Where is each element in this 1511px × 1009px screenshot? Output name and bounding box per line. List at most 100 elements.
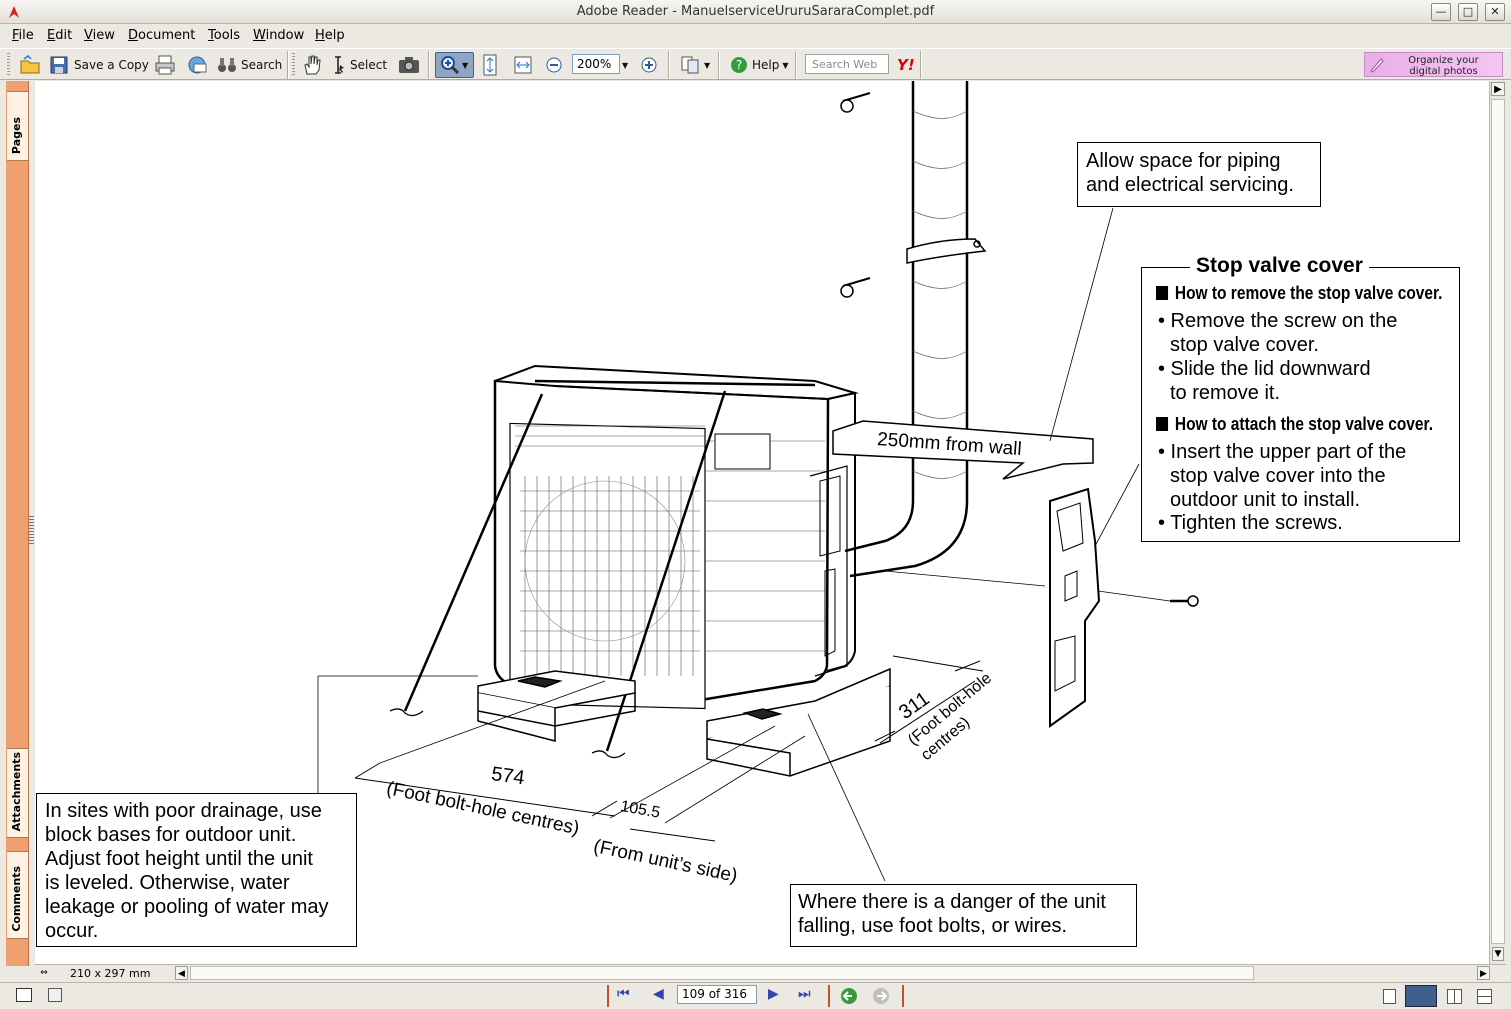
show-navigation-icon[interactable] bbox=[16, 988, 32, 1002]
attach-step: • Tighten the screws. bbox=[1158, 512, 1343, 534]
select-tool-button[interactable]: Select bbox=[331, 53, 387, 77]
drainage-note-line: block bases for outdoor unit. bbox=[45, 824, 297, 846]
scroll-right-button[interactable]: ▶ bbox=[1477, 966, 1490, 980]
page-info-icon[interactable] bbox=[48, 988, 62, 1002]
zoom-out-button[interactable] bbox=[545, 53, 563, 77]
last-page-button[interactable]: ⏭ bbox=[798, 986, 811, 1002]
status-separator bbox=[828, 985, 830, 1007]
select-label: Select bbox=[350, 58, 388, 72]
open-button[interactable] bbox=[19, 53, 41, 77]
first-page-button[interactable]: ⏮ bbox=[617, 986, 630, 1002]
photo-album-icon bbox=[1370, 58, 1384, 73]
stop-valve-title: Stop valve cover bbox=[1190, 254, 1369, 278]
menu-bar: File Edit View Document Tools Window Hel… bbox=[0, 25, 1511, 67]
chevron-down-icon: ▼ bbox=[622, 60, 629, 70]
svg-text:?: ? bbox=[736, 58, 742, 72]
save-copy-label: Save a Copy bbox=[74, 58, 149, 72]
toolbar-separator bbox=[668, 51, 670, 79]
servicing-space-note: Allow space for piping and electrical se… bbox=[1077, 142, 1321, 207]
hand-icon bbox=[304, 55, 321, 75]
magnifier-plus-icon bbox=[441, 56, 460, 75]
document-page[interactable]: Allow space for piping and electrical se… bbox=[35, 81, 1489, 964]
organize-photos-promo[interactable]: Organize your digital photos bbox=[1364, 52, 1503, 77]
zoom-dropdown-button[interactable]: ▼ bbox=[622, 53, 628, 77]
search-button[interactable]: Search bbox=[217, 53, 282, 77]
fit-page-icon bbox=[483, 54, 497, 76]
menu-edit[interactable]: Edit bbox=[47, 28, 73, 43]
toolbar-separator bbox=[287, 51, 289, 79]
email-button[interactable] bbox=[186, 53, 208, 77]
page-number-field[interactable]: 109 of 316 bbox=[677, 985, 757, 1004]
maximize-button[interactable]: □ bbox=[1458, 3, 1478, 21]
print-button[interactable] bbox=[154, 53, 176, 77]
save-copy-button[interactable]: Save a Copy bbox=[50, 53, 149, 77]
panel-splitter-handle[interactable] bbox=[29, 516, 34, 544]
menu-tools[interactable]: Tools bbox=[208, 28, 241, 43]
search-web-input[interactable]: Search Web bbox=[805, 54, 889, 74]
tab-pages[interactable]: Pages bbox=[7, 91, 29, 161]
help-icon: ? bbox=[731, 57, 747, 73]
camera-icon bbox=[399, 57, 419, 73]
zoom-level-field[interactable]: 200% bbox=[572, 54, 620, 74]
attach-step: • Insert the upper part of the bbox=[1158, 441, 1407, 463]
yahoo-logo-icon: Y! bbox=[897, 56, 915, 74]
attach-step: outdoor unit to install. bbox=[1170, 489, 1361, 511]
falling-note-line: Where there is a danger of the unit bbox=[798, 891, 1106, 913]
title-bar: Adobe Reader - ManuelserviceUruruSararaC… bbox=[0, 0, 1511, 24]
toolbar-grip[interactable] bbox=[7, 53, 10, 77]
scroll-thumb[interactable] bbox=[1491, 99, 1505, 944]
page-layout-button[interactable]: ▼ bbox=[680, 53, 710, 77]
expand-panel-arrow-icon[interactable]: ▶ bbox=[1491, 82, 1505, 96]
open-folder-icon bbox=[20, 55, 40, 74]
next-page-button[interactable]: ▶ bbox=[768, 986, 779, 1002]
go-forward-icon[interactable] bbox=[872, 987, 890, 1005]
single-page-view-icon[interactable] bbox=[1383, 989, 1396, 1004]
minimize-button[interactable]: — bbox=[1431, 3, 1451, 21]
split-view-icon[interactable]: ⇔ bbox=[40, 968, 48, 978]
tab-comments[interactable]: Comments bbox=[7, 851, 29, 939]
remove-step: stop valve cover. bbox=[1170, 334, 1319, 356]
page-layout-icon bbox=[681, 56, 699, 74]
close-button[interactable]: ✕ bbox=[1485, 3, 1505, 21]
servicing-note-line: and electrical servicing. bbox=[1086, 174, 1294, 196]
hand-tool-button[interactable] bbox=[302, 53, 322, 77]
snapshot-button[interactable] bbox=[398, 53, 420, 77]
scroll-left-button[interactable]: ◀ bbox=[175, 966, 188, 980]
continuous-view-icon[interactable] bbox=[1405, 985, 1437, 1007]
yahoo-button[interactable]: Y! bbox=[897, 53, 915, 77]
go-back-icon[interactable] bbox=[840, 987, 858, 1005]
menu-file[interactable]: File bbox=[12, 28, 34, 43]
horizontal-scroll-thumb[interactable] bbox=[190, 966, 1254, 980]
falling-note-line: falling, use foot bolts, or wires. bbox=[798, 915, 1068, 937]
binoculars-icon bbox=[218, 58, 236, 72]
menu-document[interactable]: Document bbox=[128, 28, 196, 43]
attach-step: stop valve cover into the bbox=[1170, 465, 1386, 487]
drainage-note-line: is leveled. Otherwise, water bbox=[45, 872, 290, 894]
toolbar-separator bbox=[920, 51, 922, 79]
status-separator bbox=[902, 985, 904, 1007]
facing-view-icon[interactable] bbox=[1447, 989, 1462, 1004]
horizontal-scrollbar[interactable]: ⇔ 210 x 297 mm ◀ ▶ bbox=[35, 964, 1506, 981]
zoom-in-tool-button[interactable]: ▼ bbox=[435, 52, 474, 78]
chevron-down-icon[interactable]: ▼ bbox=[462, 60, 469, 70]
help-button[interactable]: ? Help ▼ bbox=[730, 53, 789, 77]
email-globe-icon bbox=[188, 56, 207, 74]
menu-help[interactable]: Help bbox=[315, 28, 345, 43]
menu-window[interactable]: Window bbox=[253, 28, 305, 43]
vertical-scrollbar[interactable]: ▲ ▼ bbox=[1489, 81, 1506, 964]
scroll-down-button[interactable]: ▼ bbox=[1492, 947, 1504, 961]
continuous-facing-view-icon[interactable] bbox=[1477, 989, 1492, 1004]
zoom-in-button[interactable] bbox=[640, 53, 658, 77]
tab-attachments[interactable]: Attachments bbox=[7, 748, 29, 838]
toolbar-grip[interactable] bbox=[292, 53, 295, 77]
fit-width-button[interactable] bbox=[512, 53, 534, 77]
remove-step: to remove it. bbox=[1170, 382, 1281, 404]
remove-step: • Remove the screw on the bbox=[1158, 310, 1398, 332]
remove-heading: How to remove the stop valve cover. bbox=[1156, 283, 1443, 304]
help-label: Help bbox=[752, 58, 780, 72]
previous-page-button[interactable]: ◀ bbox=[653, 986, 664, 1002]
toolbar: Save a Copy Search Select ▼ bbox=[0, 48, 1511, 80]
menu-view[interactable]: View bbox=[84, 28, 115, 43]
fit-page-button[interactable] bbox=[482, 53, 498, 77]
navigation-panel: Pages Attachments Comments bbox=[6, 81, 29, 966]
